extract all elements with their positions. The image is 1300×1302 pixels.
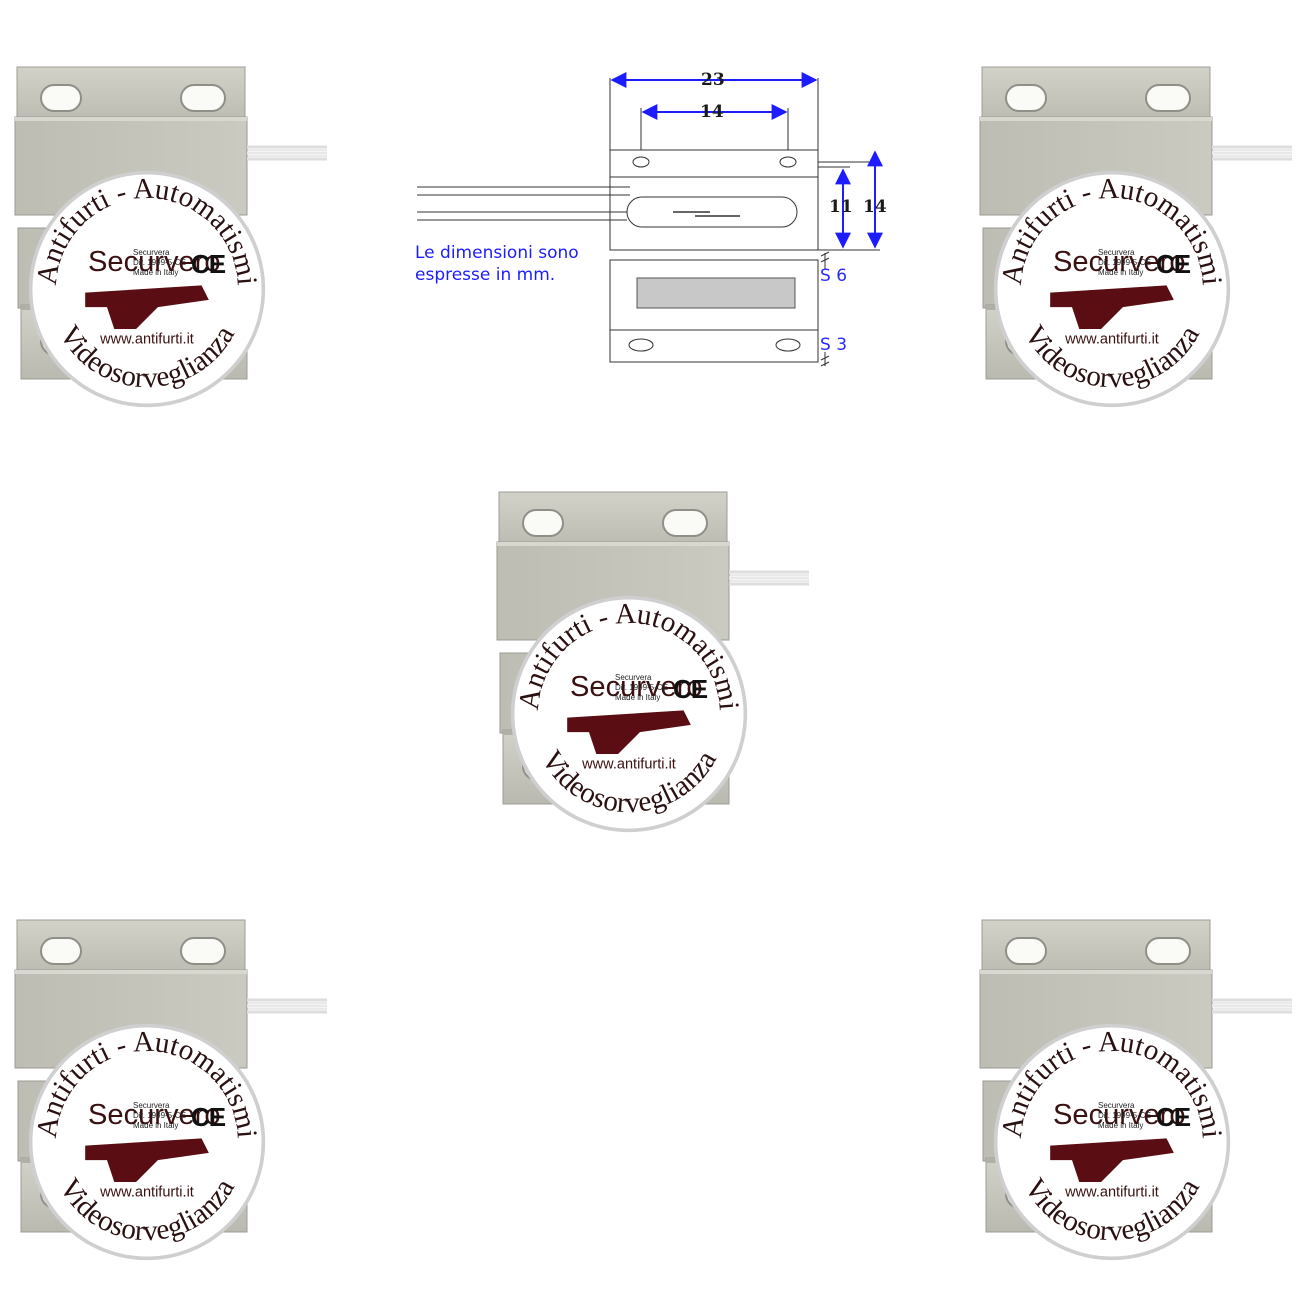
product-marking: Securvera Dir. 1999-5-CE Made in Italy: [1098, 248, 1151, 278]
sensor-center: Antifurti - Automatismi Videosorveglianz…: [496, 490, 809, 833]
ce-mark: CE: [191, 249, 226, 279]
logo-url: www.antifurti.it: [1064, 332, 1159, 348]
logo-url: www.antifurti.it: [1064, 1185, 1159, 1201]
dim-14-vertical: 14: [863, 197, 887, 217]
marking-directive: Dir. 1999-5-CE: [133, 258, 186, 267]
marking-origin: Made in Italy: [1098, 1121, 1144, 1130]
marking-directive: Dir. 1999-5-CE: [1098, 258, 1151, 267]
note-line-2: espresse in mm.: [415, 265, 556, 285]
product-marking: Securvera Dir. 1999-5-CE Made in Italy: [133, 1101, 186, 1131]
logo-brand: Securvero: [570, 671, 703, 703]
marking-directive: Dir. 1999-5-CE: [615, 683, 668, 692]
sensor-bottom-right: Antifurti - Automatismi Videosorveglianz…: [979, 918, 1292, 1261]
ce-mark: CE: [1156, 1102, 1191, 1132]
gap-s6: S 6: [820, 266, 847, 286]
logo-brand: Securvero: [1053, 1099, 1186, 1131]
marking-origin: Made in Italy: [615, 693, 661, 702]
marking-origin: Made in Italy: [133, 1121, 179, 1130]
gap-s3: S 3: [820, 335, 847, 355]
dim-11: 11: [829, 197, 853, 217]
dimension-note: Le dimensioni sono espresse in mm.: [415, 242, 579, 286]
logo-url: www.antifurti.it: [99, 1185, 194, 1201]
logo-url: www.antifurti.it: [581, 757, 676, 773]
sensor-top-right: Antifurti - Automatismi Videosorveglianz…: [979, 65, 1292, 408]
dimension-diagram: 23 14 11 14 S 6: [405, 60, 905, 380]
logo-url: www.antifurti.it: [99, 332, 194, 348]
sensor-bottom-left: Antifurti - Automatismi Videosorveglianz…: [14, 918, 327, 1261]
dim-23: 23: [701, 70, 725, 90]
product-marking: Securvera Dir. 1999-5-CE Made in Italy: [1098, 1101, 1151, 1131]
ce-mark: CE: [1156, 249, 1191, 279]
ce-mark: CE: [191, 1102, 226, 1132]
marking-brand: Securvera: [615, 673, 652, 682]
marking-origin: Made in Italy: [1098, 268, 1144, 277]
ce-mark: CE: [673, 674, 708, 704]
logo-brand: Securvero: [88, 246, 221, 278]
dim-14-horizontal: 14: [700, 102, 724, 122]
product-marking: Securvera Dir. 1999-5-CE Made in Italy: [615, 673, 668, 703]
marking-brand: Securvera: [133, 248, 170, 257]
logo-brand: Securvero: [88, 1099, 221, 1131]
marking-brand: Securvera: [1098, 248, 1135, 257]
marking-brand: Securvera: [133, 1101, 170, 1110]
sensor-top-left: Antifurti - Automatismi Videosorveglianz…: [14, 65, 327, 408]
logo-brand: Securvero: [1053, 246, 1186, 278]
marking-directive: Dir. 1999-5-CE: [1098, 1111, 1151, 1120]
note-line-1: Le dimensioni sono: [415, 243, 579, 263]
marking-brand: Securvera: [1098, 1101, 1135, 1110]
marking-origin: Made in Italy: [133, 268, 179, 277]
marking-directive: Dir. 1999-5-CE: [133, 1111, 186, 1120]
product-marking: Securvera Dir. 1999-5-CE Made in Italy: [133, 248, 186, 278]
